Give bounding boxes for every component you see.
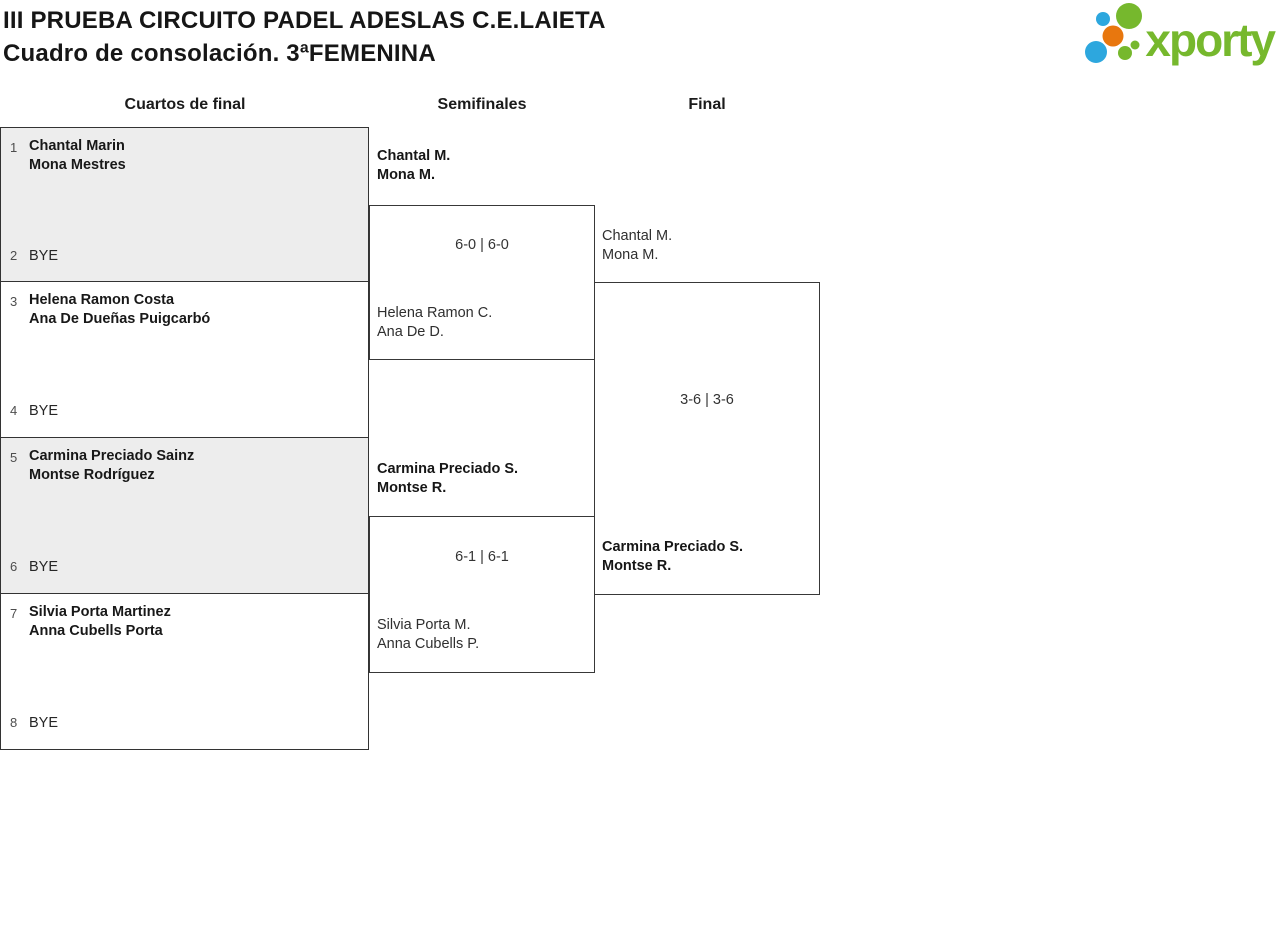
player-name: Carmina Preciado Sainz [29,448,195,464]
bye-label: BYE [29,402,59,419]
player-name: Carmina Preciado S. [377,461,519,477]
seed-number: 7 [10,606,18,621]
match-box-qf4[interactable]: 7 Silvia Porta Martinez Anna Cubells Por… [0,593,369,750]
team-slot: 8 BYE [10,714,58,733]
round-header-semifinales: Semifinales [437,96,527,113]
sf2-team-top: Carmina Preciado S. Montse R. [377,460,518,497]
player-name: Anna Cubells Porta [29,622,163,639]
match-box-final[interactable] [594,282,820,595]
xporty-dots-icon [1085,3,1143,63]
team-slot: 2 BYE [10,247,58,266]
team-slot: 4 BYE [10,402,58,421]
player-name: Mona Mestres [29,156,126,173]
sf1-score: 6-0 | 6-0 [455,237,509,253]
team-slot: 1 Chantal Marin Mona Mestres [10,137,126,174]
team-slot: 7 Silvia Porta Martinez Anna Cubells Por… [10,603,171,640]
sf2-team-bottom: Silvia Porta M. Anna Cubells P. [377,616,479,653]
seed-number: 3 [10,294,18,309]
match-box-qf1[interactable]: 1 Chantal Marin Mona Mestres 2 BYE [0,127,369,283]
sf1-team-top: Chantal M. Mona M. [377,147,450,184]
team-names: Silvia Porta Martinez Anna Cubells Porta [29,603,171,640]
bye-label: BYE [29,247,59,264]
sf1-team-bottom: Helena Ramon C. Ana De D. [377,304,492,341]
round-header-cuartos: Cuartos de final [124,96,246,113]
round-header-final: Final [688,96,726,113]
player-name: Montse R. [602,557,672,574]
seed-number: 4 [10,402,18,418]
bye-label: BYE [29,714,59,731]
xporty-wordmark: xporty [1145,14,1276,66]
player-name: Ana De Dueñas Puigcarbó [29,310,211,327]
final-team-bottom: Carmina Preciado S. Montse R. [602,538,743,575]
player-name: Silvia Porta Martinez [29,604,171,620]
player-name: Silvia Porta M. [377,617,471,633]
team-slot: 3 Helena Ramon Costa Ana De Dueñas Puigc… [10,291,210,328]
page-header: III PRUEBA CIRCUITO PADEL ADESLAS C.E.LA… [3,4,606,70]
bye-label: BYE [29,558,59,575]
sf2-score: 6-1 | 6-1 [455,549,509,565]
team-names: Helena Ramon Costa Ana De Dueñas Puigcar… [29,291,210,328]
player-name: Mona M. [377,166,435,183]
player-name: Anna Cubells P. [377,635,480,652]
team-names: Carmina Preciado Sainz Montse Rodríguez [29,447,194,484]
team-slot: 6 BYE [10,558,58,577]
player-name: Chantal M. [377,148,451,164]
player-name: Mona M. [602,246,659,263]
player-name: Ana De D. [377,323,444,340]
player-name: Helena Ramon Costa [29,292,175,308]
page-title: III PRUEBA CIRCUITO PADEL ADESLAS C.E.LA… [3,7,606,34]
xporty-logo[interactable]: xporty [1082,3,1276,73]
seed-number: 2 [10,247,18,263]
player-name: Carmina Preciado S. [602,539,744,555]
team-names: Chantal Marin Mona Mestres [29,137,126,174]
match-box-qf2[interactable]: 3 Helena Ramon Costa Ana De Dueñas Puigc… [0,281,369,438]
player-name: Montse R. [377,479,447,496]
final-score: 3-6 | 3-6 [680,392,734,408]
team-slot: 5 Carmina Preciado Sainz Montse Rodrígue… [10,447,194,484]
seed-number: 8 [10,714,18,730]
page-subtitle: Cuadro de consolación. 3ªFEMENINA [3,40,436,67]
seed-number: 1 [10,140,18,155]
match-box-qf3[interactable]: 5 Carmina Preciado Sainz Montse Rodrígue… [0,437,369,594]
seed-number: 5 [10,450,18,465]
seed-number: 6 [10,558,18,574]
player-name: Chantal Marin [29,138,125,154]
player-name: Montse Rodríguez [29,466,155,483]
final-team-top: Chantal M. Mona M. [602,227,672,264]
player-name: Chantal M. [602,228,673,244]
player-name: Helena Ramon C. [377,305,493,321]
